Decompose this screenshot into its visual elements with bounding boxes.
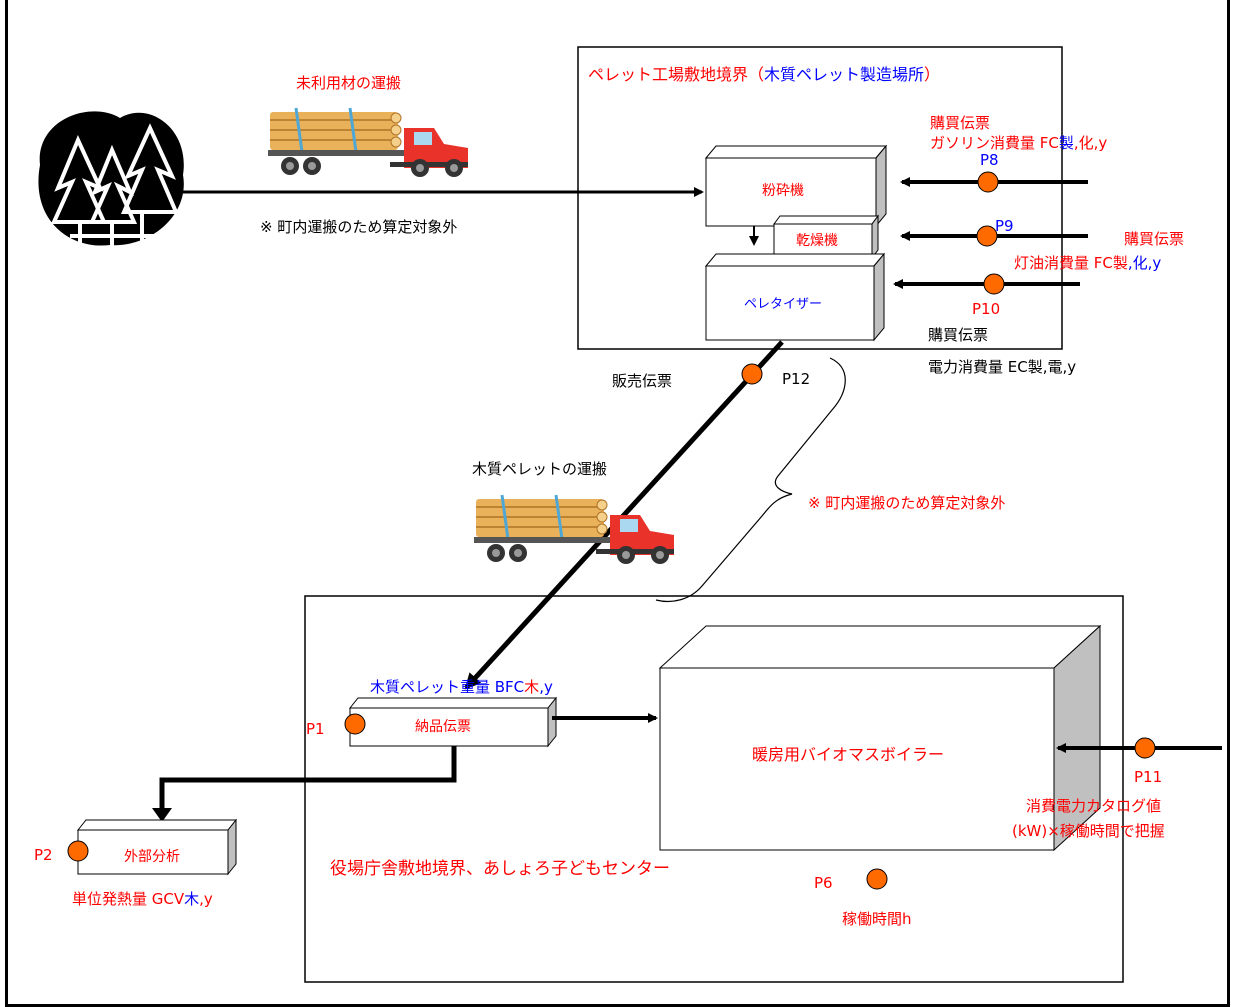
office-boundary-label: 役場庁舎敷地境界、あしょろ子どもセンター xyxy=(330,859,670,879)
p11-desc-line1: 消費電力カタログ値 xyxy=(1026,797,1162,815)
p10-label: P10 xyxy=(972,300,1001,318)
dryer-label: 乾燥機 xyxy=(796,233,838,249)
external-analysis-label: 外部分析 xyxy=(124,849,180,865)
p11-label: P11 xyxy=(1134,768,1163,786)
p10-marker xyxy=(983,273,1005,295)
forest-icon xyxy=(38,111,184,250)
p8-label: P8 xyxy=(980,151,999,169)
biomass-boiler xyxy=(658,624,1102,852)
p1-label: P1 xyxy=(306,720,325,738)
pellet-transport-label: 木質ペレットの運搬 xyxy=(472,460,608,478)
p8-marker xyxy=(977,171,999,193)
p10-doc-label: 購買伝票 xyxy=(1124,230,1185,248)
boiler-label: 暖房用バイオマスボイラー xyxy=(752,745,945,764)
p2-marker xyxy=(67,840,89,862)
pelletizer-machine xyxy=(704,252,886,342)
p11-marker xyxy=(1134,737,1156,759)
pellet-transport-note: ※ 町内運搬のため算定対象外 xyxy=(808,494,1006,512)
dryer-machine xyxy=(773,214,879,260)
analysis-flow-arrow xyxy=(159,746,457,814)
p11-desc-line2: (kW)×稼働時間で把握 xyxy=(1012,822,1165,840)
pellet-factory-boundary xyxy=(577,46,1063,350)
p8-doc-label: 購買伝票 xyxy=(930,114,991,132)
brace xyxy=(655,357,846,603)
p12-marker xyxy=(741,363,763,385)
p9-marker xyxy=(976,225,998,247)
crusher-machine xyxy=(704,144,888,228)
truck-icon xyxy=(268,107,468,177)
p1-desc: 木質ペレット重量 BFC木,y xyxy=(370,678,553,696)
p6-desc: 稼働時間h xyxy=(842,910,912,928)
crusher-label: 粉砕機 xyxy=(762,183,804,199)
p12-label: P12 xyxy=(782,370,811,388)
power-desc: 電力消費量 EC製,電,y xyxy=(928,358,1077,376)
pelletizer-label: ペレタイザー xyxy=(744,297,823,312)
p6-marker xyxy=(866,868,888,890)
p9-label: P9 xyxy=(995,217,1014,235)
p10-desc: 灯油消費量 FC製,化,y xyxy=(1014,254,1162,272)
p8-desc: ガソリン消費量 FC製,化,y xyxy=(930,134,1108,152)
office-boundary xyxy=(304,595,1124,983)
p2-label: P2 xyxy=(34,846,53,864)
raw-transport-note: ※ 町内運搬のため算定対象外 xyxy=(260,218,458,236)
p2-desc: 単位発熱量 GCV木,y xyxy=(72,890,213,908)
raw-transport-label: 未利用材の運搬 xyxy=(296,74,402,92)
power-doc-label: 購買伝票 xyxy=(928,326,989,344)
sales-slip-label: 販売伝票 xyxy=(612,372,673,390)
factory-boundary-label: ペレット工場敷地境界（木質ペレット製造場所） xyxy=(588,65,941,84)
p1-marker xyxy=(344,713,366,735)
delivery-slip-label: 納品伝票 xyxy=(415,719,471,735)
external-analysis-box xyxy=(76,818,238,876)
truck-icon xyxy=(474,494,674,564)
p6-label: P6 xyxy=(814,874,833,892)
